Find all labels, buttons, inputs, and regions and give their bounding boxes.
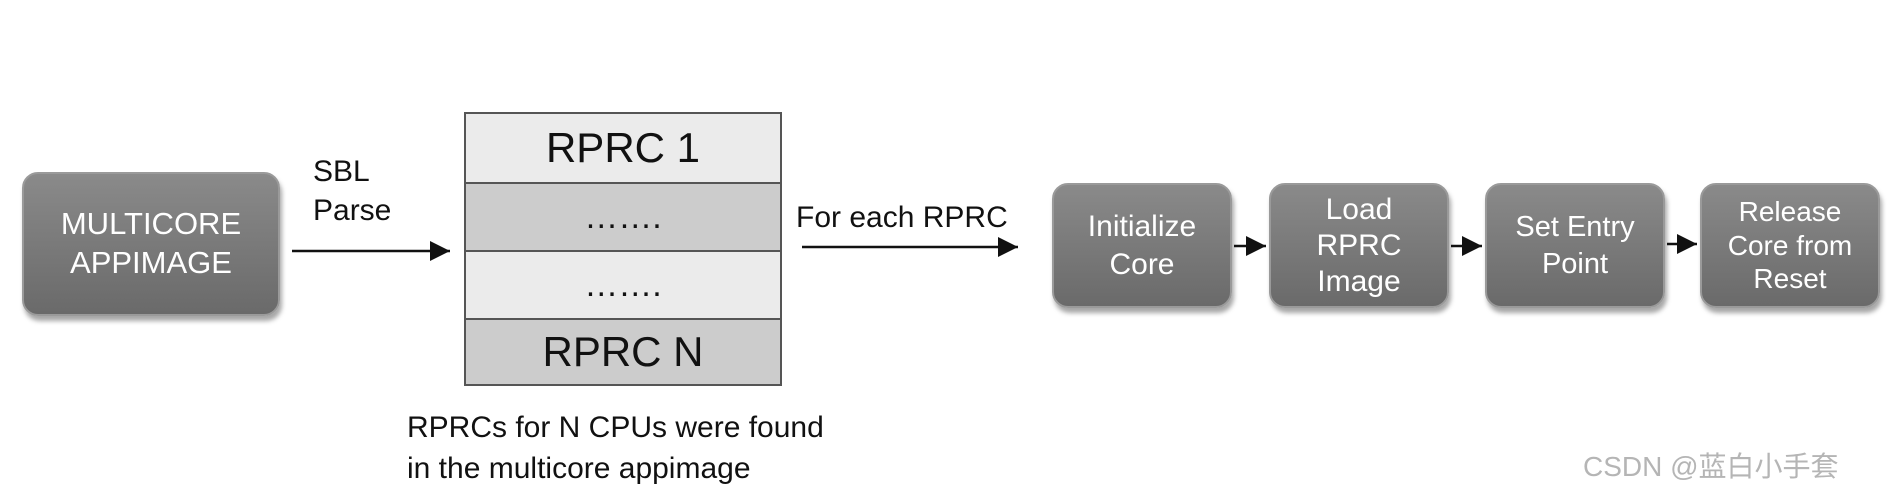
sbl-parse-label: SBL Parse	[313, 155, 392, 227]
multicore-appimage-box: MULTICORE APPIMAGE	[22, 172, 280, 316]
csdn-watermark: CSDN @蓝白小手套	[1583, 451, 1839, 482]
rprc-stack: RPRC 1 ……. ……. RPRC N	[464, 112, 782, 386]
rprc-cell-ellipsis-2: …….	[466, 250, 780, 318]
set-entry-point-box: Set Entry Point	[1485, 183, 1665, 308]
rprc-cell-ellipsis-1: …….	[466, 182, 780, 250]
release-core-from-reset-box: Release Core from Reset	[1700, 183, 1880, 308]
rprc-cell-1: RPRC 1	[466, 114, 780, 182]
load-rprc-image-box: Load RPRC Image	[1269, 183, 1449, 308]
rprc-cell-n: RPRC N	[466, 318, 780, 384]
initialize-core-box: Initialize Core	[1052, 183, 1232, 308]
stack-caption: RPRCs for N CPUs were found in the multi…	[407, 411, 824, 486]
for-each-rprc-label: For each RPRC	[796, 201, 1008, 234]
